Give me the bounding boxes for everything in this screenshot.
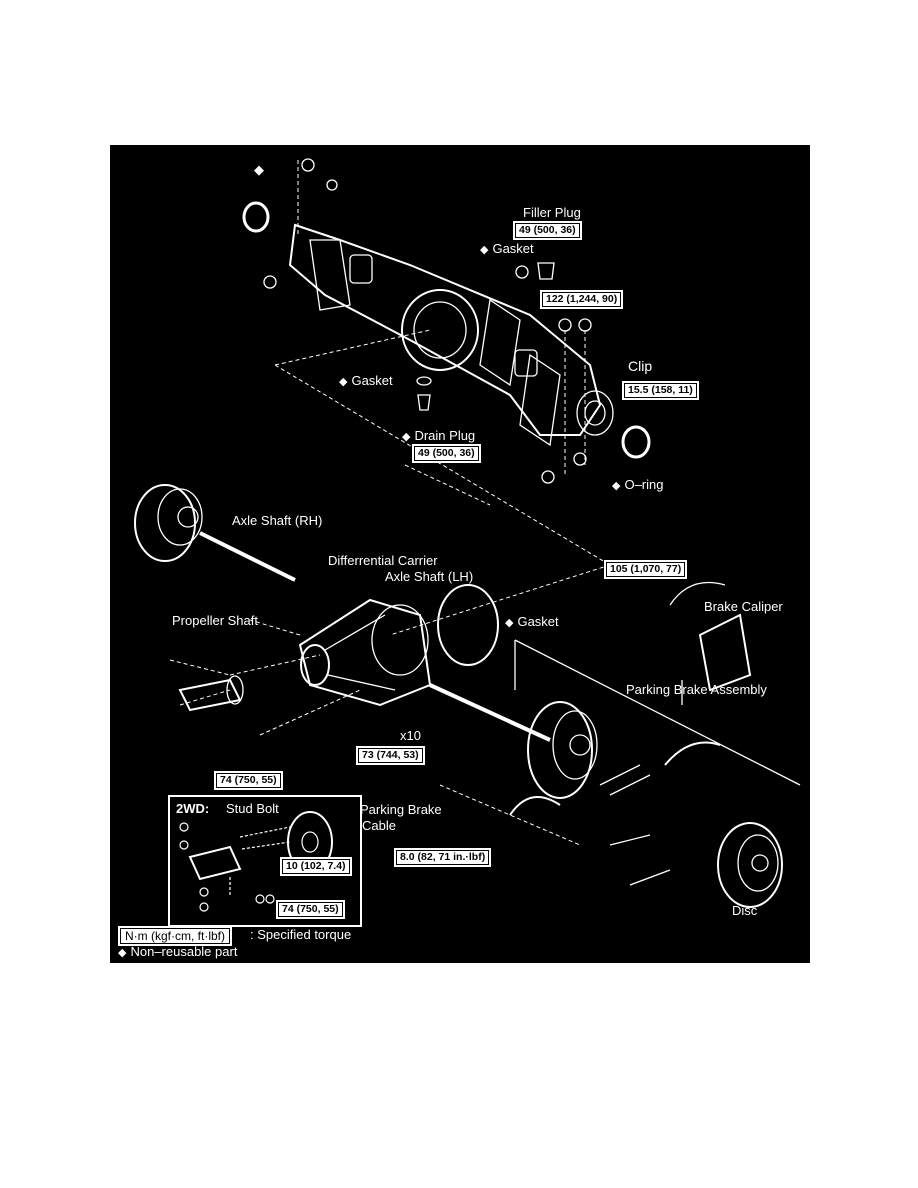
- gasket-left-label: ◆Gasket: [339, 373, 393, 388]
- filler-plug-label: Filler Plug: [523, 205, 581, 220]
- torque-73: 73 (744, 53): [356, 746, 425, 765]
- gasket-mid-label: ◆Gasket: [505, 614, 559, 629]
- propeller-shaft: [178, 675, 244, 712]
- clip-label: Clip: [628, 358, 653, 374]
- disc: [717, 822, 783, 908]
- inset-torque-10: 10 (102, 7.4): [280, 857, 352, 876]
- parking-brake-cable-label-1: Parking Brake: [360, 802, 442, 817]
- torque-105: 105 (1,070, 77): [604, 560, 688, 579]
- torque-15-5: 15.5 (158, 11): [622, 381, 699, 400]
- diamond-icon: ◆: [118, 947, 127, 959]
- differential-carrier-label: Differrential Carrier: [328, 553, 438, 568]
- torque-122: 122 (1,244, 90): [540, 290, 624, 309]
- parking-brake-cable-label-2: Cable: [362, 818, 396, 833]
- o-ring-label: ◆O–ring: [612, 477, 664, 492]
- diamond-icon: ◆: [480, 244, 489, 256]
- brake-caliper: [669, 581, 752, 692]
- exploded-view-diagram: ◆ Filler Plug 49 (500, 36) ◆Gasket 122 (…: [110, 145, 810, 963]
- diamond-icon: ◆: [612, 480, 621, 492]
- differential-carrier: [298, 598, 432, 707]
- axle-shaft-rh: [134, 484, 296, 582]
- filler-plug-icon: [537, 262, 555, 280]
- diamond-icon: ◆: [254, 162, 264, 177]
- stud-bolt-label: Stud Bolt: [226, 801, 279, 816]
- diamond-icon: ◆: [339, 376, 348, 388]
- brake-caliper-label: Brake Caliper: [704, 599, 783, 614]
- carrier-gasket-icon: [437, 584, 499, 666]
- propeller-shaft-label: Propeller Shaft: [172, 613, 258, 628]
- axle-shaft-rh-label: Axle Shaft (RH): [232, 513, 323, 528]
- specified-torque-legend: : Specified torque: [250, 927, 352, 942]
- torque-8-0: 8.0 (82, 71 in.·lbf): [394, 848, 492, 867]
- parking-brake-assembly-label: Parking Brake Assembly: [626, 682, 767, 697]
- axle-shaft-lh: [429, 683, 598, 799]
- diamond-icon: ◆: [402, 431, 411, 443]
- filler-gasket-icon: [515, 265, 529, 279]
- leader-lines: [169, 160, 611, 846]
- drain-gasket-icon: [416, 376, 432, 386]
- non-reusable-legend: ◆Non–reusable part: [118, 944, 238, 959]
- nuts: [263, 158, 592, 484]
- disc-label: Disc: [732, 903, 758, 918]
- o-ring-left-icon: [242, 201, 270, 233]
- torque-74: 74 (750, 55): [214, 771, 283, 790]
- drain-plug-icon: [417, 394, 431, 411]
- diagram-artwork: [134, 158, 801, 908]
- drain-plug-label: ◆Drain Plug: [402, 428, 476, 443]
- inset-torque-74: 74 (750, 55): [276, 900, 345, 919]
- o-ring-right-icon: [621, 425, 651, 459]
- parking-brake-assembly: [509, 741, 721, 886]
- axle-shaft-lh-label: Axle Shaft (LH): [385, 569, 474, 584]
- x10-label: x10: [400, 728, 421, 743]
- inset-2wd: 2WD: Stud Bolt 10 (102, 7.4) 74 (750, 55…: [168, 795, 362, 927]
- axle-housing: [288, 223, 614, 447]
- drain-plug-torque: 49 (500, 36): [412, 444, 481, 463]
- diamond-icon: ◆: [505, 617, 514, 629]
- torque-units-legend: N·m (kgf·cm, ft·lbf): [118, 926, 232, 946]
- gasket-top-label: ◆Gasket: [480, 241, 534, 256]
- non-reusable-marker: ◆: [254, 162, 264, 177]
- filler-plug-torque: 49 (500, 36): [513, 221, 582, 240]
- inset-title: 2WD:: [176, 801, 210, 816]
